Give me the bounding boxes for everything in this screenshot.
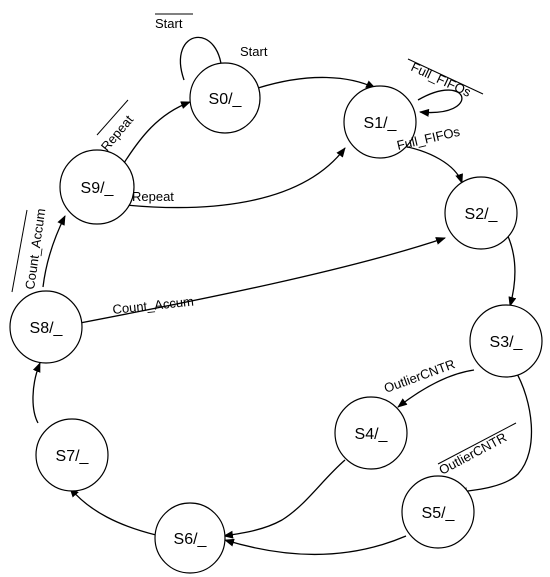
label-outlier-cntr: OutlierCNTR <box>382 356 457 396</box>
state-s1: S1/_ <box>343 85 417 159</box>
state-s1-label: S1/_ <box>364 115 398 132</box>
edge-s0-self <box>179 36 226 81</box>
state-s9: S9/_ <box>59 149 135 225</box>
repeat-not-overbar <box>96 99 129 136</box>
label-start-not: Start <box>155 16 183 31</box>
label-outlier-cntr-not: OutlierCNTR <box>436 429 509 477</box>
state-s0: S0/_ <box>189 62 261 134</box>
edge-s7-to-s8 <box>32 362 41 424</box>
edge-s4-to-s6 <box>223 459 346 539</box>
state-s3: S3/_ <box>469 304 543 378</box>
edge-s3-to-s4 <box>397 369 475 408</box>
state-s9-label: S9/_ <box>81 180 115 197</box>
state-s0-label: S0/_ <box>209 91 243 108</box>
outlier-cntr-not-overbar <box>437 422 517 465</box>
edge-s8-to-s2 <box>79 237 446 324</box>
edge-s1-self <box>417 89 463 117</box>
state-s2: S2/_ <box>444 176 518 250</box>
state-s6-label: S6/_ <box>174 531 208 548</box>
edge-s3-to-s5 <box>457 371 533 496</box>
edge-s2-to-s3 <box>506 233 517 307</box>
edge-s9-to-s0 <box>123 101 191 164</box>
label-count-accum: Count_Accum <box>112 294 195 317</box>
edge-s9-to-s1 <box>125 147 346 209</box>
edge-s8-to-s9 <box>42 215 66 288</box>
state-s8-label: S8/_ <box>30 320 64 337</box>
label-full-fifos-not: Full_FIFOs <box>409 59 474 100</box>
edge-s0-to-s1 <box>257 76 376 89</box>
state-s6: S6/_ <box>154 502 226 574</box>
state-s8: S8/_ <box>9 290 83 364</box>
label-repeat: Repeat <box>132 189 174 204</box>
state-s7-label: S7/_ <box>56 448 90 465</box>
states: S0/_ S1/_ S2/_ S3/_ S4/_ S5/_ S6/_ S7/_ <box>9 62 543 574</box>
edge-s6-to-s7 <box>69 487 157 536</box>
state-s3-label: S3/_ <box>490 334 524 351</box>
state-s5-label: S5/_ <box>422 505 456 522</box>
transitions <box>32 36 533 556</box>
state-s7: S7/_ <box>35 418 109 492</box>
state-s4-label: S4/_ <box>355 426 389 443</box>
edge-s5-to-s6 <box>224 535 407 556</box>
count-accum-not-overbar <box>11 209 28 293</box>
label-repeat-not: Repeat <box>98 112 137 154</box>
full-fifos-not-overbar <box>407 58 484 95</box>
label-start: Start <box>240 44 268 59</box>
transition-labels: Start Start Full_FIFOs Full_FIFOs Repeat… <box>11 13 517 478</box>
state-s4: S4/_ <box>334 396 408 470</box>
state-s5: S5/_ <box>401 475 475 549</box>
state-s2-label: S2/_ <box>465 206 499 223</box>
